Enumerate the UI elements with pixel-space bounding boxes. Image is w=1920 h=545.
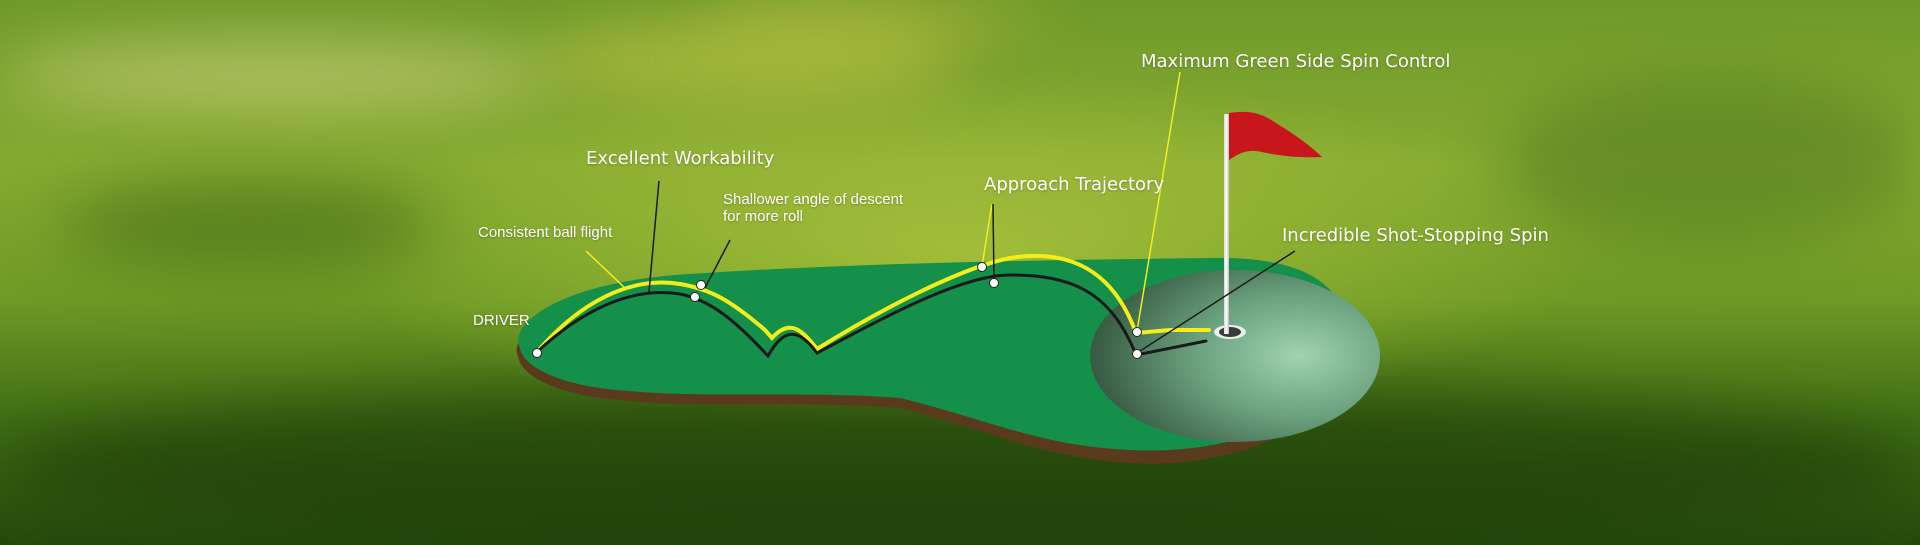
flag-icon [1224, 111, 1322, 334]
golf-ball-icon [1132, 327, 1142, 337]
leader-shallower-angle [704, 239, 731, 289]
golf-ball-icon [532, 348, 542, 358]
bg-shadow [60, 180, 440, 270]
bg-highlight [700, 0, 1040, 40]
label-approach-trajectory: Approach Trajectory [984, 174, 1165, 195]
golf-ball-icon [690, 292, 700, 302]
yellow-trajectory [535, 253, 1211, 354]
leader-approach-yellow [981, 203, 993, 267]
leader-shot-stopping-spin [1136, 250, 1296, 354]
golf-ball-icon [989, 278, 999, 288]
label-driver: DRIVER [473, 312, 530, 329]
label-shallower-line-2: for more roll [723, 208, 804, 225]
flag-cloth [1229, 111, 1322, 160]
leader-approach-black [992, 203, 995, 283]
label-max-green-side-spin: Maximum Green Side Spin Control [1141, 51, 1451, 72]
black-trajectory [535, 273, 1208, 359]
bg-shadow [1500, 80, 1920, 240]
putting-green [1090, 270, 1380, 442]
label-shallower-line-1: Shallower angle of descent [723, 191, 904, 208]
bg-highlight [0, 40, 560, 110]
golf-ball-icon [696, 280, 706, 290]
leader-excellent-workability [648, 180, 660, 293]
label-shot-stopping-spin: Incredible Shot-Stopping Spin [1282, 225, 1549, 246]
label-consistent-ball-flight: Consistent ball flight [478, 224, 613, 241]
leader-consistent-ball-flight [585, 250, 626, 289]
golf-ball-icon [977, 262, 987, 272]
label-excellent-workability: Excellent Workability [586, 148, 775, 169]
golf-ball-icon [1132, 349, 1142, 359]
leader-max-spin-control [1136, 71, 1181, 332]
flag-pole [1224, 114, 1229, 334]
hole-cup [1219, 327, 1241, 337]
label-shallower-angle: Shallower angle of descent for more roll [723, 191, 903, 225]
